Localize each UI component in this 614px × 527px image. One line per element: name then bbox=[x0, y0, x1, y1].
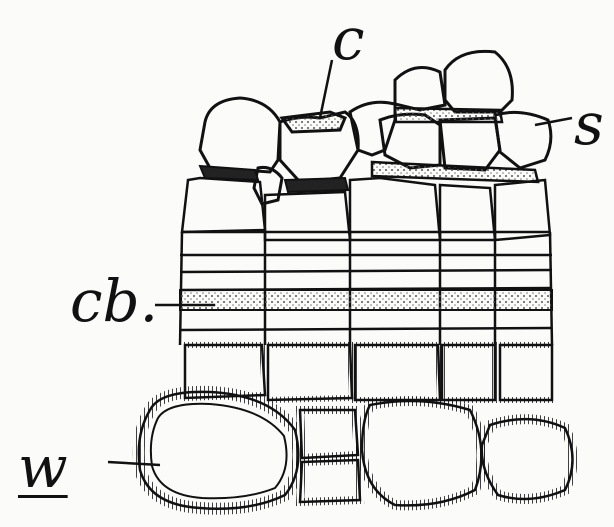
leader-s bbox=[535, 118, 572, 125]
cell-top-8 bbox=[495, 112, 551, 168]
cell-top-7 bbox=[440, 118, 500, 170]
cell-top-1 bbox=[200, 98, 280, 172]
leader-c bbox=[320, 60, 332, 118]
label-s: s bbox=[574, 95, 604, 153]
cell-top-4 bbox=[395, 68, 445, 111]
middle-cells bbox=[180, 178, 552, 345]
label-c: c bbox=[332, 10, 364, 68]
label-w: w bbox=[18, 438, 68, 496]
label-cb: cb. bbox=[70, 272, 158, 330]
cell-top-5 bbox=[445, 51, 512, 112]
large-cells bbox=[139, 392, 573, 509]
cambium-band bbox=[180, 290, 552, 310]
